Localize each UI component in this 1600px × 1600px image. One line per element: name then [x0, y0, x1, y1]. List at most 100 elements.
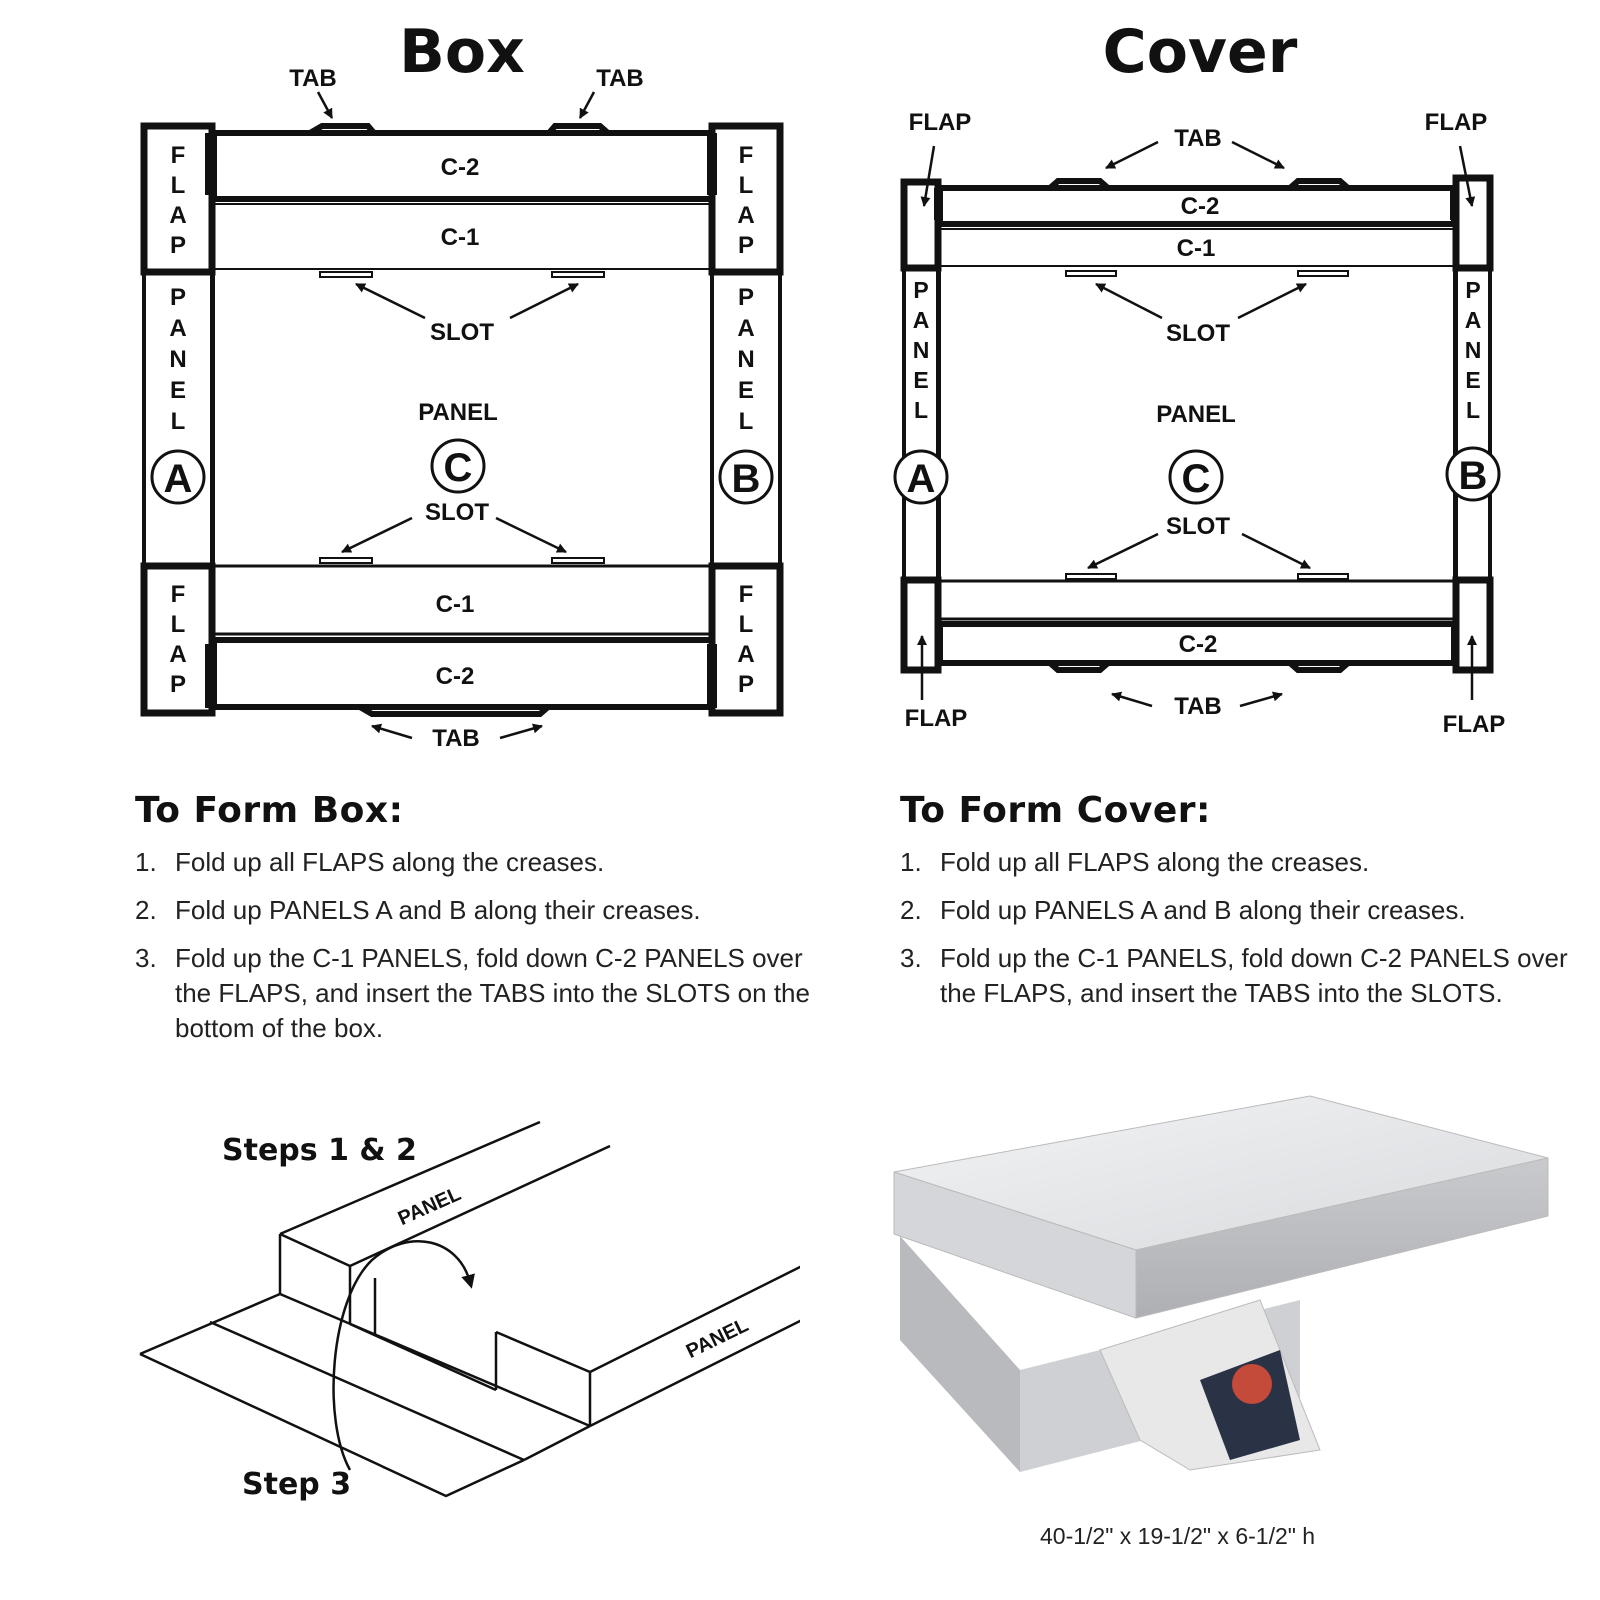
svg-text:F: F — [739, 142, 754, 169]
box-c1-bottom-label: C-1 — [436, 591, 475, 618]
svg-text:L: L — [914, 397, 928, 423]
svg-text:A: A — [169, 641, 186, 668]
cover-slot-label-top: SLOT — [1166, 320, 1230, 347]
steps-illustration: Steps 1 & 2 Step 3 PANEL PANEL — [139, 1120, 800, 1502]
svg-text:P: P — [170, 284, 186, 311]
box-right-flap-top-text: FLAP — [737, 142, 754, 259]
cover-right-panel-text: PANEL — [1465, 277, 1482, 423]
svg-text:A: A — [737, 641, 754, 668]
cover-c1-top-label: C-1 — [1177, 235, 1216, 262]
box-right-panel-text: PANEL — [737, 284, 754, 435]
svg-text:A: A — [1465, 307, 1482, 333]
cover-panel-b-letter: B — [1459, 454, 1488, 498]
box-bottom-tab-label: TAB — [432, 725, 480, 752]
panel-label-upper: PANEL — [395, 1183, 465, 1230]
box-top-tab-left — [308, 123, 377, 136]
svg-text:N: N — [169, 346, 186, 373]
box-left-panel-text: PANEL — [169, 284, 186, 435]
box-base — [900, 1236, 1020, 1472]
cover-left-panel-text: PANEL — [913, 277, 930, 423]
svg-text:L: L — [1466, 397, 1480, 423]
svg-text:E: E — [1465, 367, 1480, 393]
svg-text:E: E — [738, 377, 754, 404]
instructions-cover: To Form Cover: 1.Fold up all FLAPS along… — [900, 790, 1580, 1024]
svg-text:E: E — [913, 367, 928, 393]
svg-text:P: P — [738, 284, 754, 311]
box-top-tab-right — [546, 123, 610, 136]
svg-text:F: F — [739, 581, 754, 608]
svg-text:P: P — [170, 232, 186, 259]
box-bottom-tab — [358, 704, 550, 717]
steps-1-2-label: Steps 1 & 2 — [222, 1133, 417, 1168]
box-tab-label-right: TAB — [596, 65, 644, 92]
instructions-box-heading: To Form Box: — [135, 790, 404, 831]
cover-c2-bottom-label: C-2 — [1179, 631, 1218, 658]
cover-flap-label-bl: FLAP — [905, 705, 968, 732]
instructions-box-step: 1.Fold up all FLAPS along the creases. — [135, 847, 605, 877]
svg-text:L: L — [171, 408, 186, 435]
instructions-cover-step: 2.Fold up PANELS A and B along their cre… — [900, 895, 1466, 925]
fold-drawing — [139, 1120, 800, 1498]
instructions-cover-heading: To Form Cover: — [900, 790, 1211, 831]
box-panel-b-letter: B — [732, 457, 761, 501]
svg-text:N: N — [1465, 337, 1482, 363]
svg-text:N: N — [737, 346, 754, 373]
svg-text:L: L — [171, 172, 186, 199]
box-slots — [319, 271, 605, 564]
cover-panel-c-letter: C — [1182, 457, 1211, 501]
instructions-box-step: 3.Fold up the C-1 PANELS, fold down C-2 … — [135, 943, 810, 1043]
svg-text:F: F — [171, 142, 186, 169]
cover-panel-c-label: PANEL — [1156, 401, 1236, 428]
box-slot-label-bottom: SLOT — [425, 499, 489, 526]
instructions-cover-step: 3.Fold up the C-1 PANELS, fold down C-2 … — [900, 943, 1568, 1008]
cover-flap-label-tr: FLAP — [1425, 109, 1488, 136]
cover-panel-a-letter: A — [907, 457, 936, 501]
cover-flap-label-tl: FLAP — [909, 109, 972, 136]
box-diagram: Box TAB TAB — [140, 17, 784, 752]
svg-text:N: N — [913, 337, 930, 363]
box-panel-c-label: PANEL — [418, 399, 498, 426]
cover-slot-label-bottom: SLOT — [1166, 513, 1230, 540]
box-c2-bottom-label: C-2 — [436, 663, 475, 690]
product-photo — [893, 1095, 1549, 1472]
box-left-flap-top-text: FLAP — [169, 142, 186, 259]
box-left-flap-bottom-text: FLAP — [169, 581, 186, 698]
cover-diagram: Cover FLAP FLAP TAB C-2 C-1 C-2 — [893, 17, 1506, 738]
box-panel-a-letter: A — [164, 457, 193, 501]
svg-text:P: P — [913, 277, 928, 303]
box-right-flap-bottom-text: FLAP — [737, 581, 754, 698]
box-tab-label-left: TAB — [289, 65, 337, 92]
svg-text:L: L — [739, 172, 754, 199]
cover-c2-top-label: C-2 — [1181, 193, 1220, 220]
cover-slots — [1065, 270, 1349, 580]
svg-text:L: L — [739, 611, 754, 638]
cover-tab-label-bottom: TAB — [1174, 693, 1222, 720]
cover-tab-label-top: TAB — [1174, 125, 1222, 152]
box-panel-c-circle — [430, 438, 486, 494]
cover-flap-label-br: FLAP — [1443, 711, 1506, 738]
svg-text:A: A — [737, 315, 754, 342]
svg-text:P: P — [738, 232, 754, 259]
instructions-box: To Form Box: 1.Fold up all FLAPS along t… — [135, 790, 815, 1059]
svg-text:E: E — [170, 377, 186, 404]
svg-text:P: P — [738, 671, 754, 698]
instructions-cover-step: 1.Fold up all FLAPS along the creases. — [900, 847, 1370, 877]
product-dimensions-caption: 40-1/2" x 19-1/2" x 6-1/2" h — [1040, 1523, 1316, 1549]
box-c2-top-label: C-2 — [441, 154, 480, 181]
cover-title: Cover — [1103, 17, 1298, 87]
step-3-label: Step 3 — [242, 1467, 351, 1502]
svg-text:A: A — [737, 202, 754, 229]
svg-text:L: L — [739, 408, 754, 435]
svg-text:P: P — [170, 671, 186, 698]
box-panel-c-letter: C — [444, 446, 473, 490]
svg-text:A: A — [913, 307, 930, 333]
box-slot-label-top: SLOT — [430, 319, 494, 346]
box-c1-top-label: C-1 — [441, 224, 480, 251]
box-title: Box — [399, 17, 525, 87]
svg-text:P: P — [1465, 277, 1480, 303]
svg-text:A: A — [169, 315, 186, 342]
svg-text:A: A — [169, 202, 186, 229]
svg-text:L: L — [171, 611, 186, 638]
instructions-box-step: 2.Fold up PANELS A and B along their cre… — [135, 895, 701, 925]
svg-text:F: F — [171, 581, 186, 608]
